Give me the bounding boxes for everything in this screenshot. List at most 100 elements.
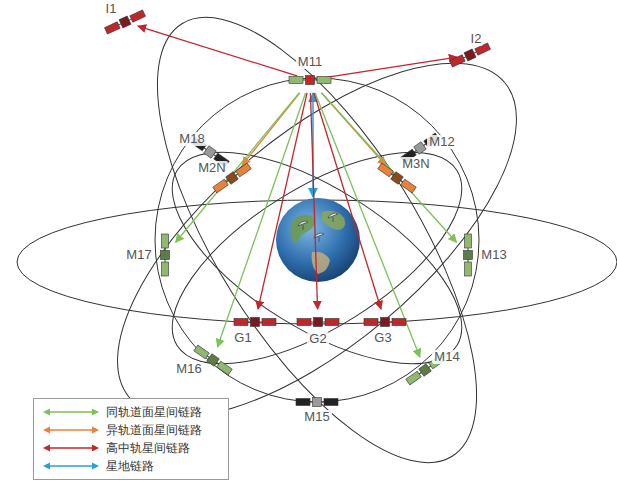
orbit [155,78,479,402]
solar-panel [465,234,472,248]
satellite-body [161,251,170,260]
satellite-icon [456,243,480,267]
solar-panel [325,319,339,326]
satellite-label: G1 [232,331,253,345]
satellite-node: M14 [413,358,437,382]
link-arrow [323,57,457,78]
satellite-body [419,364,432,377]
solar-panel [217,361,232,375]
land [291,215,315,244]
orbit [62,2,572,478]
solar-panel [401,179,416,193]
orbit [140,111,494,405]
satellite-icon [153,243,177,267]
solar-panel [213,179,228,193]
satellite-node: M13 [456,243,480,267]
satellite-label: M16 [174,362,203,376]
ground-dish [328,213,338,222]
satellite-body [306,76,315,85]
solar-panel [162,262,169,276]
satellite-icon [298,68,322,92]
satellite-body [464,251,473,260]
satellite-node: I2 [458,43,482,67]
solar-panel [324,399,338,406]
satellite-body [119,16,131,28]
satellite-label: I2 [469,32,484,46]
solar-panel [289,77,303,84]
satellite-body [314,318,323,327]
satellite-label: M14 [432,350,461,364]
legend-text: 高中轨星间链路 [106,440,190,457]
satellite-body [207,354,220,367]
satellite-node: G1 [243,310,267,334]
link-arrow [310,93,317,309]
satellite-node: M15 [305,390,329,414]
satellite-icon [458,43,482,67]
solar-panel [162,234,169,248]
satellite-body [313,398,322,407]
satellite-label: M17 [124,248,153,262]
legend-row: 同轨道面星间链路 [34,403,228,421]
solar-panel [234,319,248,326]
satellite-node: M17 [153,243,177,267]
solar-panel [297,319,311,326]
satellite-icon [201,348,225,372]
orbit [140,111,494,405]
legend-text: 星地链路 [106,458,154,475]
satellite-label: I1 [104,2,119,16]
satellite-icon [306,310,330,334]
link-arrow [315,93,420,357]
solar-panel [104,22,120,34]
satellite-node: M3N [385,166,409,190]
solar-panel [406,371,421,385]
satellite-label: M15 [302,410,331,424]
earth-globe [276,198,360,282]
orbit [97,0,537,484]
satellite-label: G3 [372,331,393,345]
link-arrow [138,26,297,76]
solar-panel [236,163,251,177]
satellite-node: M2N [220,166,244,190]
satellite-label: M18 [177,132,206,146]
legend-row: 异轨道面星间链路 [34,421,228,439]
satellite-node: M11 [298,68,322,92]
satellite-body [251,318,260,327]
link-arrow [258,93,307,309]
satellite-label: G2 [307,332,328,346]
satellite-body [391,172,404,185]
solar-panel [194,345,209,359]
legend-text: 同轨道面星间链路 [106,404,202,421]
satellite-body [414,142,427,155]
solar-panel [364,319,378,326]
legend-line-sample [42,441,100,455]
orbit-lines [17,0,617,484]
solar-panel [317,77,331,84]
satellite-label: M12 [427,135,456,149]
land [322,211,345,230]
satellite-node: G2 [306,310,330,334]
solar-panel [296,399,310,406]
legend-row: 高中轨星间链路 [34,439,228,457]
link-arrow [217,93,305,347]
link-arrow [176,93,300,242]
link-arrow [314,93,381,309]
solar-panel [130,10,146,22]
solar-panel [449,55,465,67]
satellite-node: I1 [113,10,137,34]
satellite-body [464,49,476,61]
satellite-node: M16 [201,348,225,372]
solar-panel [392,319,406,326]
satellite-label: M13 [479,248,508,262]
satellite-label: M3N [400,157,431,171]
satellite-label: M2N [196,161,227,175]
solar-panel [465,262,472,276]
satellite-body [204,146,217,159]
solar-panel [378,163,393,177]
earth [276,198,360,282]
link-arrow [322,93,457,243]
solar-panel [262,319,276,326]
satellite-label: M11 [296,55,324,69]
ground-stations [298,213,338,242]
legend-line-sample [42,459,100,473]
ground-dish [298,221,308,230]
